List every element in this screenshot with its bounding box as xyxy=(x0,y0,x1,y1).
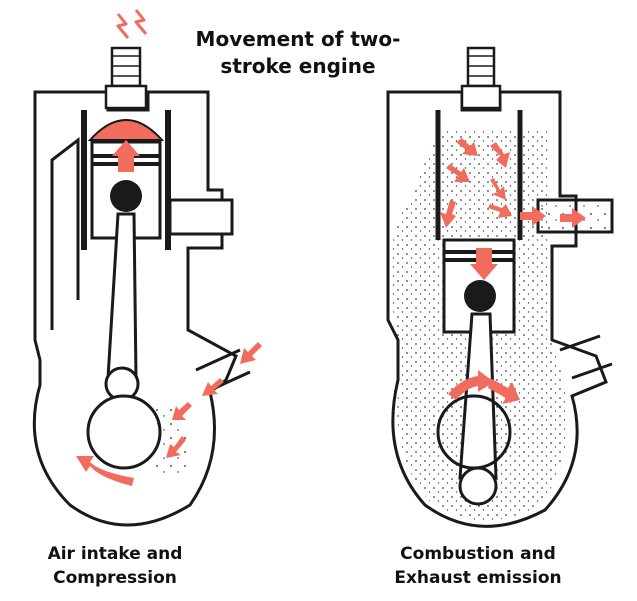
right-intake-pipe xyxy=(559,334,613,380)
left-combustion-chamber xyxy=(87,119,165,141)
arrow-icon xyxy=(76,140,262,486)
left-exhaust-pipe xyxy=(168,198,234,236)
right-spark-plug xyxy=(460,46,502,110)
caption-left-line-1: Air intake and xyxy=(47,544,183,564)
left-cylinder-wall xyxy=(81,110,171,250)
arrow-icon xyxy=(440,138,586,404)
diagram-title-line-1: Movement of two- xyxy=(195,27,401,51)
right-crank-pin xyxy=(458,466,498,506)
right-crankshaft xyxy=(436,394,512,470)
left-crankshaft xyxy=(86,394,162,470)
left-transfer-port xyxy=(50,136,80,330)
caption-left-line-2: Compression xyxy=(53,568,177,588)
right-engine xyxy=(386,46,614,528)
left-spark-plug xyxy=(104,46,148,110)
caption-right-line-2: Exhaust emission xyxy=(394,568,562,588)
lightning-bolt-icon xyxy=(116,9,148,39)
left-engine xyxy=(32,9,262,527)
caption-air-intake: Air intake and Compression xyxy=(20,542,210,590)
caption-combustion: Combustion and Exhaust emission xyxy=(378,542,578,590)
diagram-title-line-2: stroke engine xyxy=(220,54,376,78)
caption-right-line-1: Combustion and xyxy=(400,544,556,564)
diagram-title: Movement of two- stroke engine xyxy=(168,26,428,80)
